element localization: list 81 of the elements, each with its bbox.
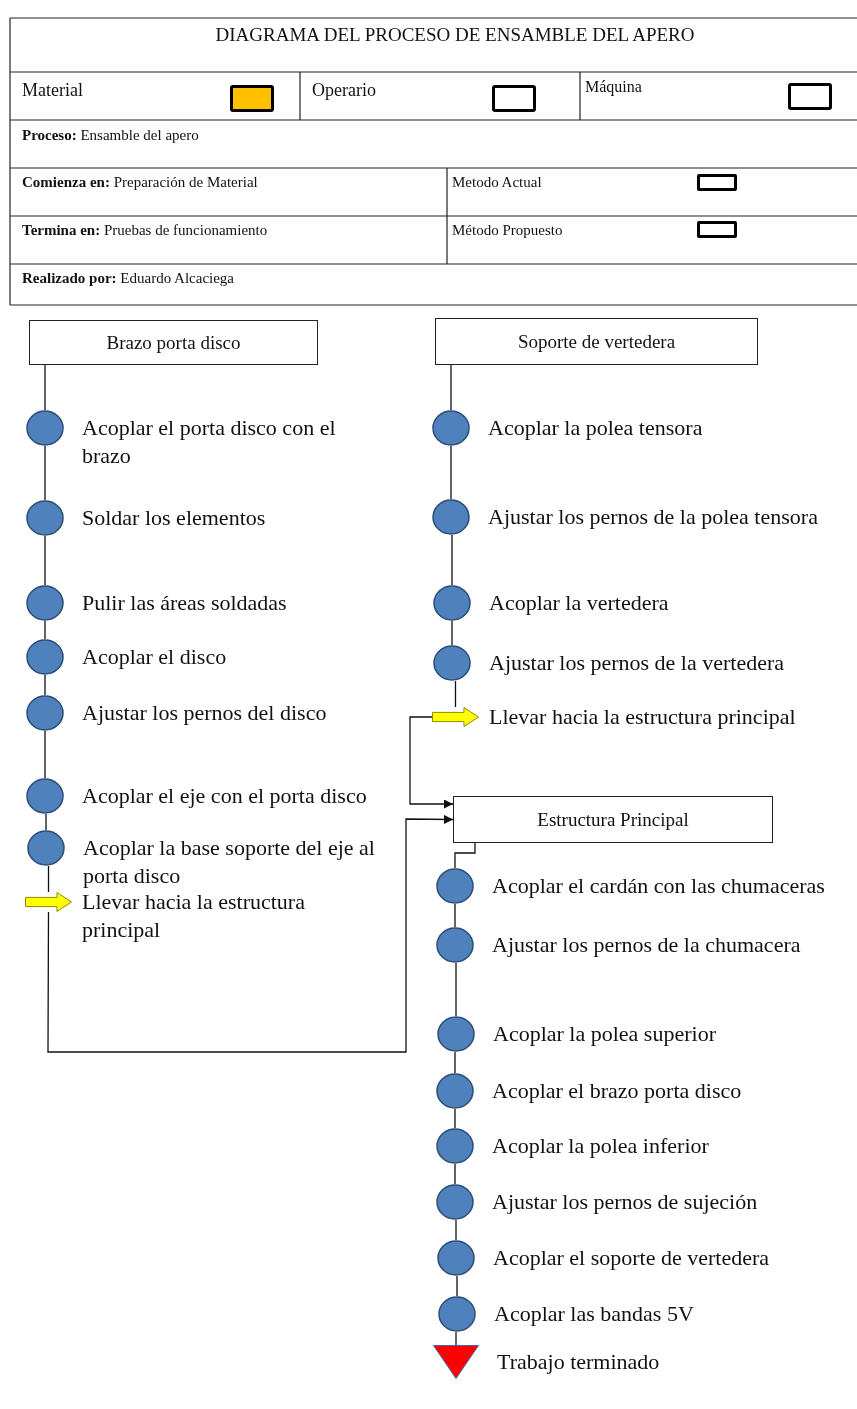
connector-line: [454, 903, 456, 928]
step-description: Acoplar la polea superior: [493, 1020, 717, 1048]
connector-line: [44, 730, 46, 779]
step-description: Acoplar el disco: [82, 643, 228, 671]
diagram-title: DIAGRAMA DEL PROCESO DE ENSAMBLE DEL APERO: [214, 23, 696, 47]
step-description: Acoplar el soporte de vertedera: [493, 1244, 771, 1272]
step-description: Acoplar la polea tensora: [488, 414, 704, 442]
operation-circle: [437, 1240, 475, 1276]
operation-circle: [436, 1073, 474, 1109]
connector-line: [44, 364, 46, 411]
step-description: Trabajo terminado: [497, 1348, 661, 1376]
step-description: Ajustar los pernos de la polea tensora: [488, 503, 819, 531]
operation-circle: [436, 927, 474, 963]
table-cell-text: Proceso: Ensamble del apero: [22, 127, 200, 144]
connector-line: [45, 813, 47, 831]
table-cell-text: Termina en: Pruebas de funcionamiento: [22, 222, 269, 239]
step-description: Acoplar la base soporte del eje al porta disco: [83, 834, 376, 890]
step-description: Acoplar la vertedera: [489, 589, 670, 617]
step-description: Ajustar los pernos de la vertedera: [489, 649, 786, 677]
operation-circle: [438, 1296, 476, 1332]
operation-circle: [433, 585, 471, 621]
step-description: Acoplar el porta disco con el brazo: [82, 414, 337, 470]
legend-label: Máquina: [585, 78, 642, 96]
legend-label: Material: [22, 80, 83, 101]
operation-circle: [26, 639, 64, 675]
connector-line: [44, 535, 46, 586]
connector-line: [44, 620, 46, 640]
transport-arrow: [432, 707, 479, 727]
connector-line: [455, 1219, 457, 1241]
connector-line: [455, 962, 457, 1017]
operation-circle: [436, 1128, 474, 1164]
operation-circle: [436, 1184, 474, 1220]
operation-circle: [27, 830, 65, 866]
operation-circle: [26, 778, 64, 814]
table-cell-text: Comienza en: Preparación de Material: [22, 174, 259, 191]
connector-line: [450, 445, 452, 500]
step-description: Ajustar los pernos de la chumacera: [492, 931, 802, 959]
step-description: Llevar hacia la estructura principal: [82, 888, 306, 944]
connector-line: [454, 1163, 456, 1185]
legend-label: Operario: [312, 80, 376, 101]
connector-line: [47, 865, 50, 893]
connector-line: [454, 842, 476, 869]
operation-circle: [26, 500, 64, 536]
connector-line: [451, 620, 453, 646]
arrow: [47, 814, 454, 1053]
operation-circle: [432, 410, 470, 446]
connector-line: [455, 1331, 457, 1346]
step-description: Acoplar el eje con el porta disco: [82, 782, 368, 810]
step-description: Acoplar la polea inferior: [492, 1132, 710, 1160]
arrow: [409, 716, 454, 809]
step-description: Soldar los elementos: [82, 504, 267, 532]
connector-line: [44, 674, 46, 696]
step-description: Ajustar los pernos de sujeción: [492, 1188, 759, 1216]
step-description: Acoplar el cardán con las chumaceras: [492, 872, 826, 900]
process-box: Soporte de vertedera: [435, 318, 758, 365]
process-box: Estructura Principal: [453, 796, 773, 843]
operation-circle: [26, 695, 64, 731]
connector-line: [454, 1051, 456, 1074]
connector-line: [451, 534, 453, 586]
step-description: Pulir las áreas soldadas: [82, 589, 288, 617]
operation-circle: [437, 1016, 475, 1052]
step-description: Ajustar los pernos del disco: [82, 699, 328, 727]
table-cell-text: Metodo Actual: [452, 174, 543, 191]
table-cell-text: Método Propuesto: [452, 222, 564, 239]
connector-line: [456, 1275, 458, 1297]
operation-circle: [432, 499, 470, 535]
step-description: Llevar hacia la estructura principal: [489, 703, 797, 731]
operation-circle: [26, 585, 64, 621]
operation-circle: [433, 645, 471, 681]
connector-line: [454, 680, 457, 708]
storage-triangle: [433, 1345, 479, 1379]
process-box: Brazo porta disco: [29, 320, 318, 365]
connector-line: [450, 364, 452, 411]
connector-line: [44, 445, 46, 501]
transport-arrow: [25, 892, 72, 912]
operation-circle: [26, 410, 64, 446]
operation-circle: [436, 868, 474, 904]
step-description: Acoplar el brazo porta disco: [492, 1077, 743, 1105]
connector-line: [454, 1108, 456, 1129]
table-cell-text: Realizado por: Eduardo Alcaciega: [22, 270, 236, 287]
step-description: Acoplar las bandas 5V: [494, 1300, 695, 1328]
